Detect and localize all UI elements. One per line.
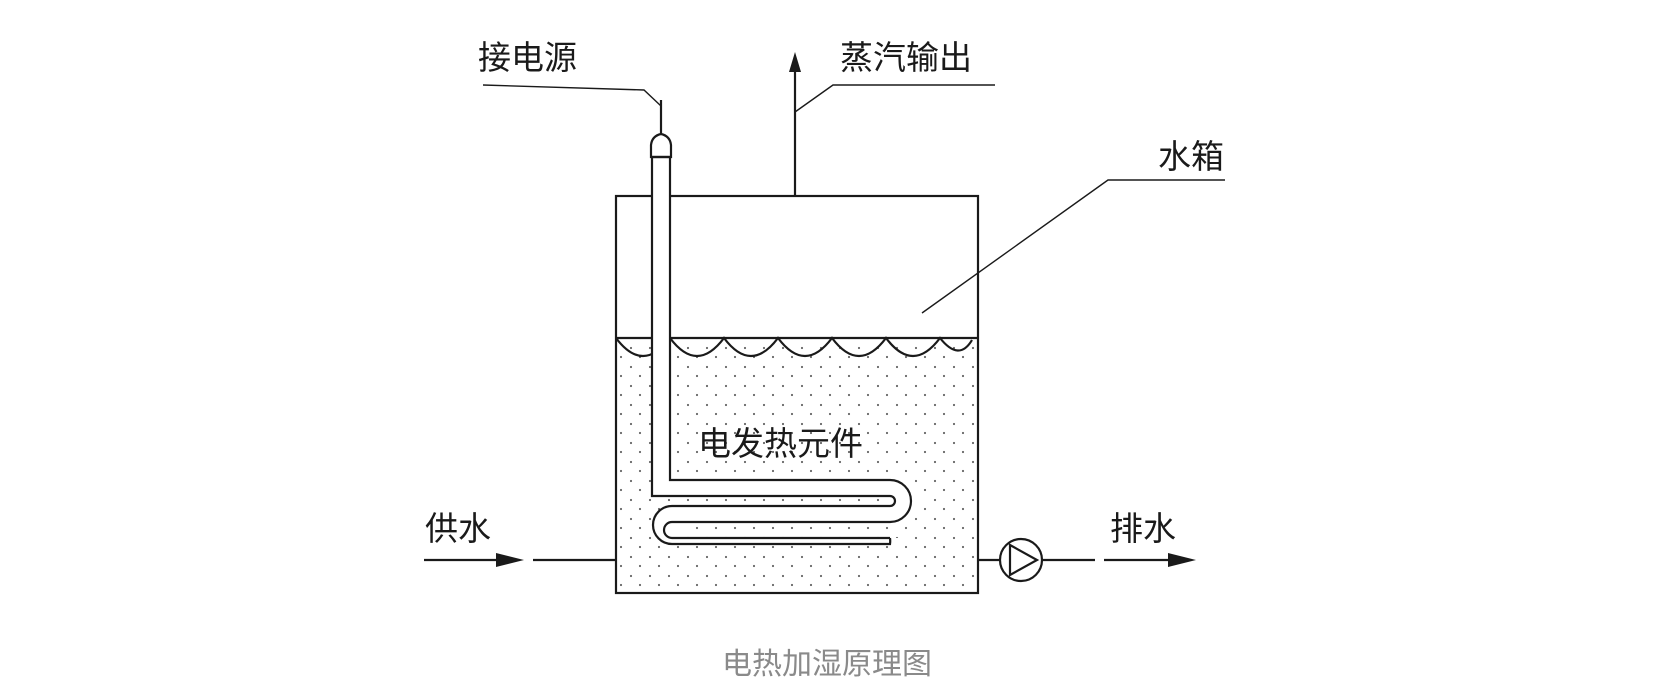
- power-leader: [482, 84, 662, 107]
- steam-outlet: [789, 52, 801, 196]
- drain-outlet: [978, 537, 1196, 583]
- steam-leader: [794, 84, 995, 113]
- water-waves: [615, 336, 973, 357]
- water-body: [616, 338, 978, 593]
- tank-leader: [921, 179, 1225, 314]
- water-inlet: [424, 553, 616, 567]
- label-drain: 排水: [1110, 509, 1176, 548]
- label-heater: 电发热元件: [698, 424, 863, 463]
- label-tank: 水箱: [1158, 137, 1224, 176]
- label-power: 接电源: [478, 38, 577, 77]
- label-water-in: 供水: [425, 509, 491, 548]
- water-tank: [614, 194, 980, 595]
- figure-caption: 电热加湿原理图: [722, 647, 932, 682]
- label-steam-output: 蒸汽输出: [840, 38, 972, 77]
